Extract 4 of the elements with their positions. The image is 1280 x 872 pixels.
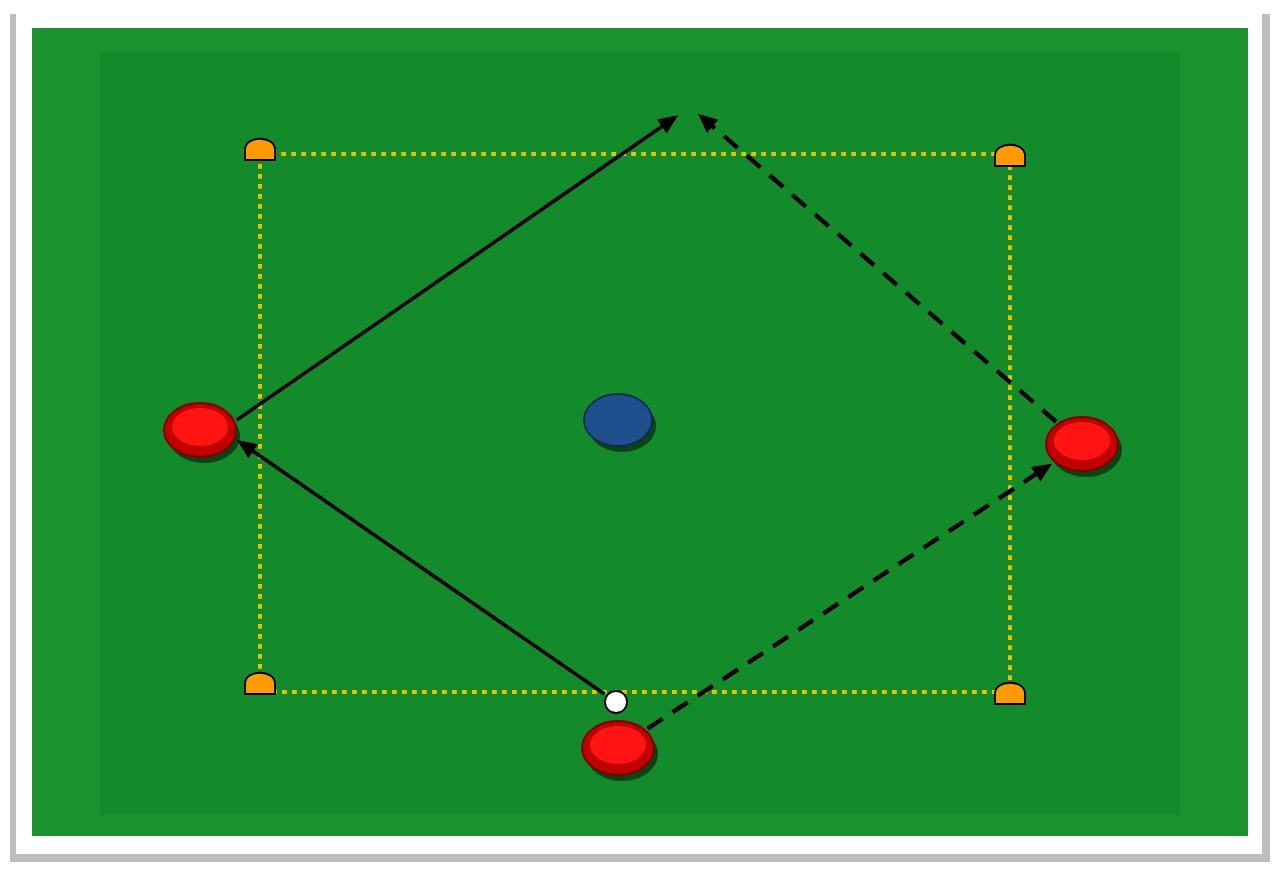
player-disc [163,402,240,463]
player-disc [581,720,658,781]
player-disc [1045,416,1122,477]
player-disc [583,393,656,452]
